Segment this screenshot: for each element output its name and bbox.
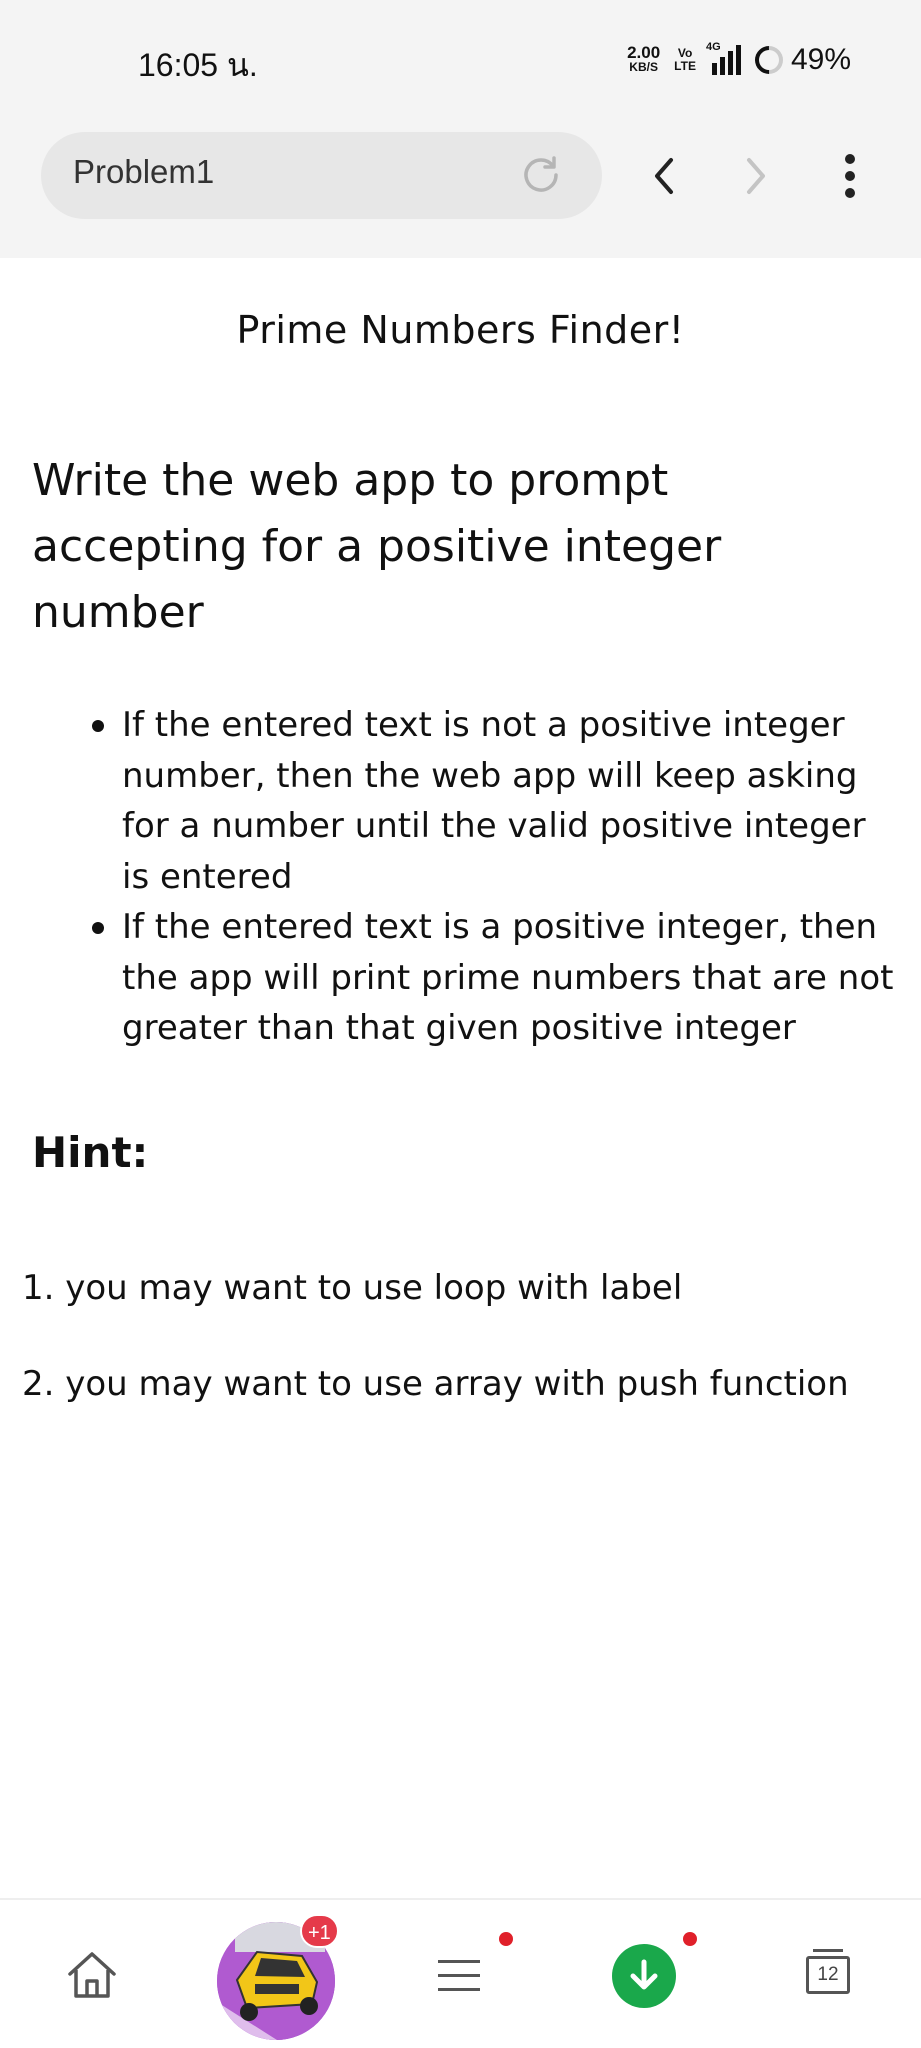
back-button[interactable]: [636, 148, 692, 204]
page-title: Prime Numbers Finder!: [236, 308, 685, 352]
menu-notification-dot: [499, 1932, 513, 1946]
download-notification-dot: [683, 1932, 697, 1946]
page-intro: Write the web app to prompt accepting fo…: [32, 455, 722, 638]
volte-line1: Vo: [677, 46, 693, 60]
hint-item: 2. you may want to use array with push f…: [22, 1364, 849, 1404]
reload-icon[interactable]: [520, 154, 562, 196]
home-button[interactable]: [57, 1940, 127, 2010]
network-speed-value: 2.00: [627, 43, 661, 62]
download-button[interactable]: [612, 1944, 676, 2008]
signal-icon: 4G: [706, 41, 741, 75]
tab-title: Problem1: [73, 153, 215, 190]
download-icon: [630, 1959, 658, 1990]
battery-icon: [749, 40, 789, 80]
address-bar[interactable]: Problem1: [41, 132, 602, 219]
avatar-badge: +1: [300, 1914, 339, 1948]
more-vert-icon: [845, 154, 855, 198]
home-icon: [68, 1952, 116, 1998]
list-item: If the entered text is a positive intege…: [92, 902, 902, 1054]
status-indicators: 2.00 KB/S Vo LTE 4G 49%: [627, 40, 851, 80]
network-speed: 2.00 KB/S: [627, 43, 661, 75]
volte-icon: Vo LTE: [674, 47, 696, 73]
forward-icon: [747, 158, 765, 194]
forward-button[interactable]: [728, 148, 784, 204]
hint-heading: Hint:: [32, 1128, 149, 1177]
menu-icon: [438, 1960, 480, 1991]
browser-top-area: 16:05 น. 2.00 KB/S Vo LTE 4G 49% Problem…: [0, 0, 921, 258]
bottom-nav: +1 12: [0, 1898, 921, 2048]
network-speed-unit: KB/S: [629, 60, 658, 74]
car-game-icon: [217, 1922, 335, 2040]
volte-line2: LTE: [674, 59, 696, 73]
network-type: 4G: [705, 41, 721, 53]
more-options-button[interactable]: [822, 148, 878, 204]
list-item: If the entered text is not a positive in…: [92, 700, 902, 902]
menu-button[interactable]: [424, 1940, 494, 2010]
tabs-calendar-icon[interactable]: 12: [806, 1949, 850, 1994]
battery-percent: 49%: [790, 43, 851, 76]
status-time: 16:05 น.: [138, 47, 258, 83]
requirements-list: If the entered text is not a positive in…: [92, 700, 902, 1054]
hint-item: 1. you may want to use loop with label: [22, 1268, 683, 1308]
back-icon: [655, 158, 673, 194]
